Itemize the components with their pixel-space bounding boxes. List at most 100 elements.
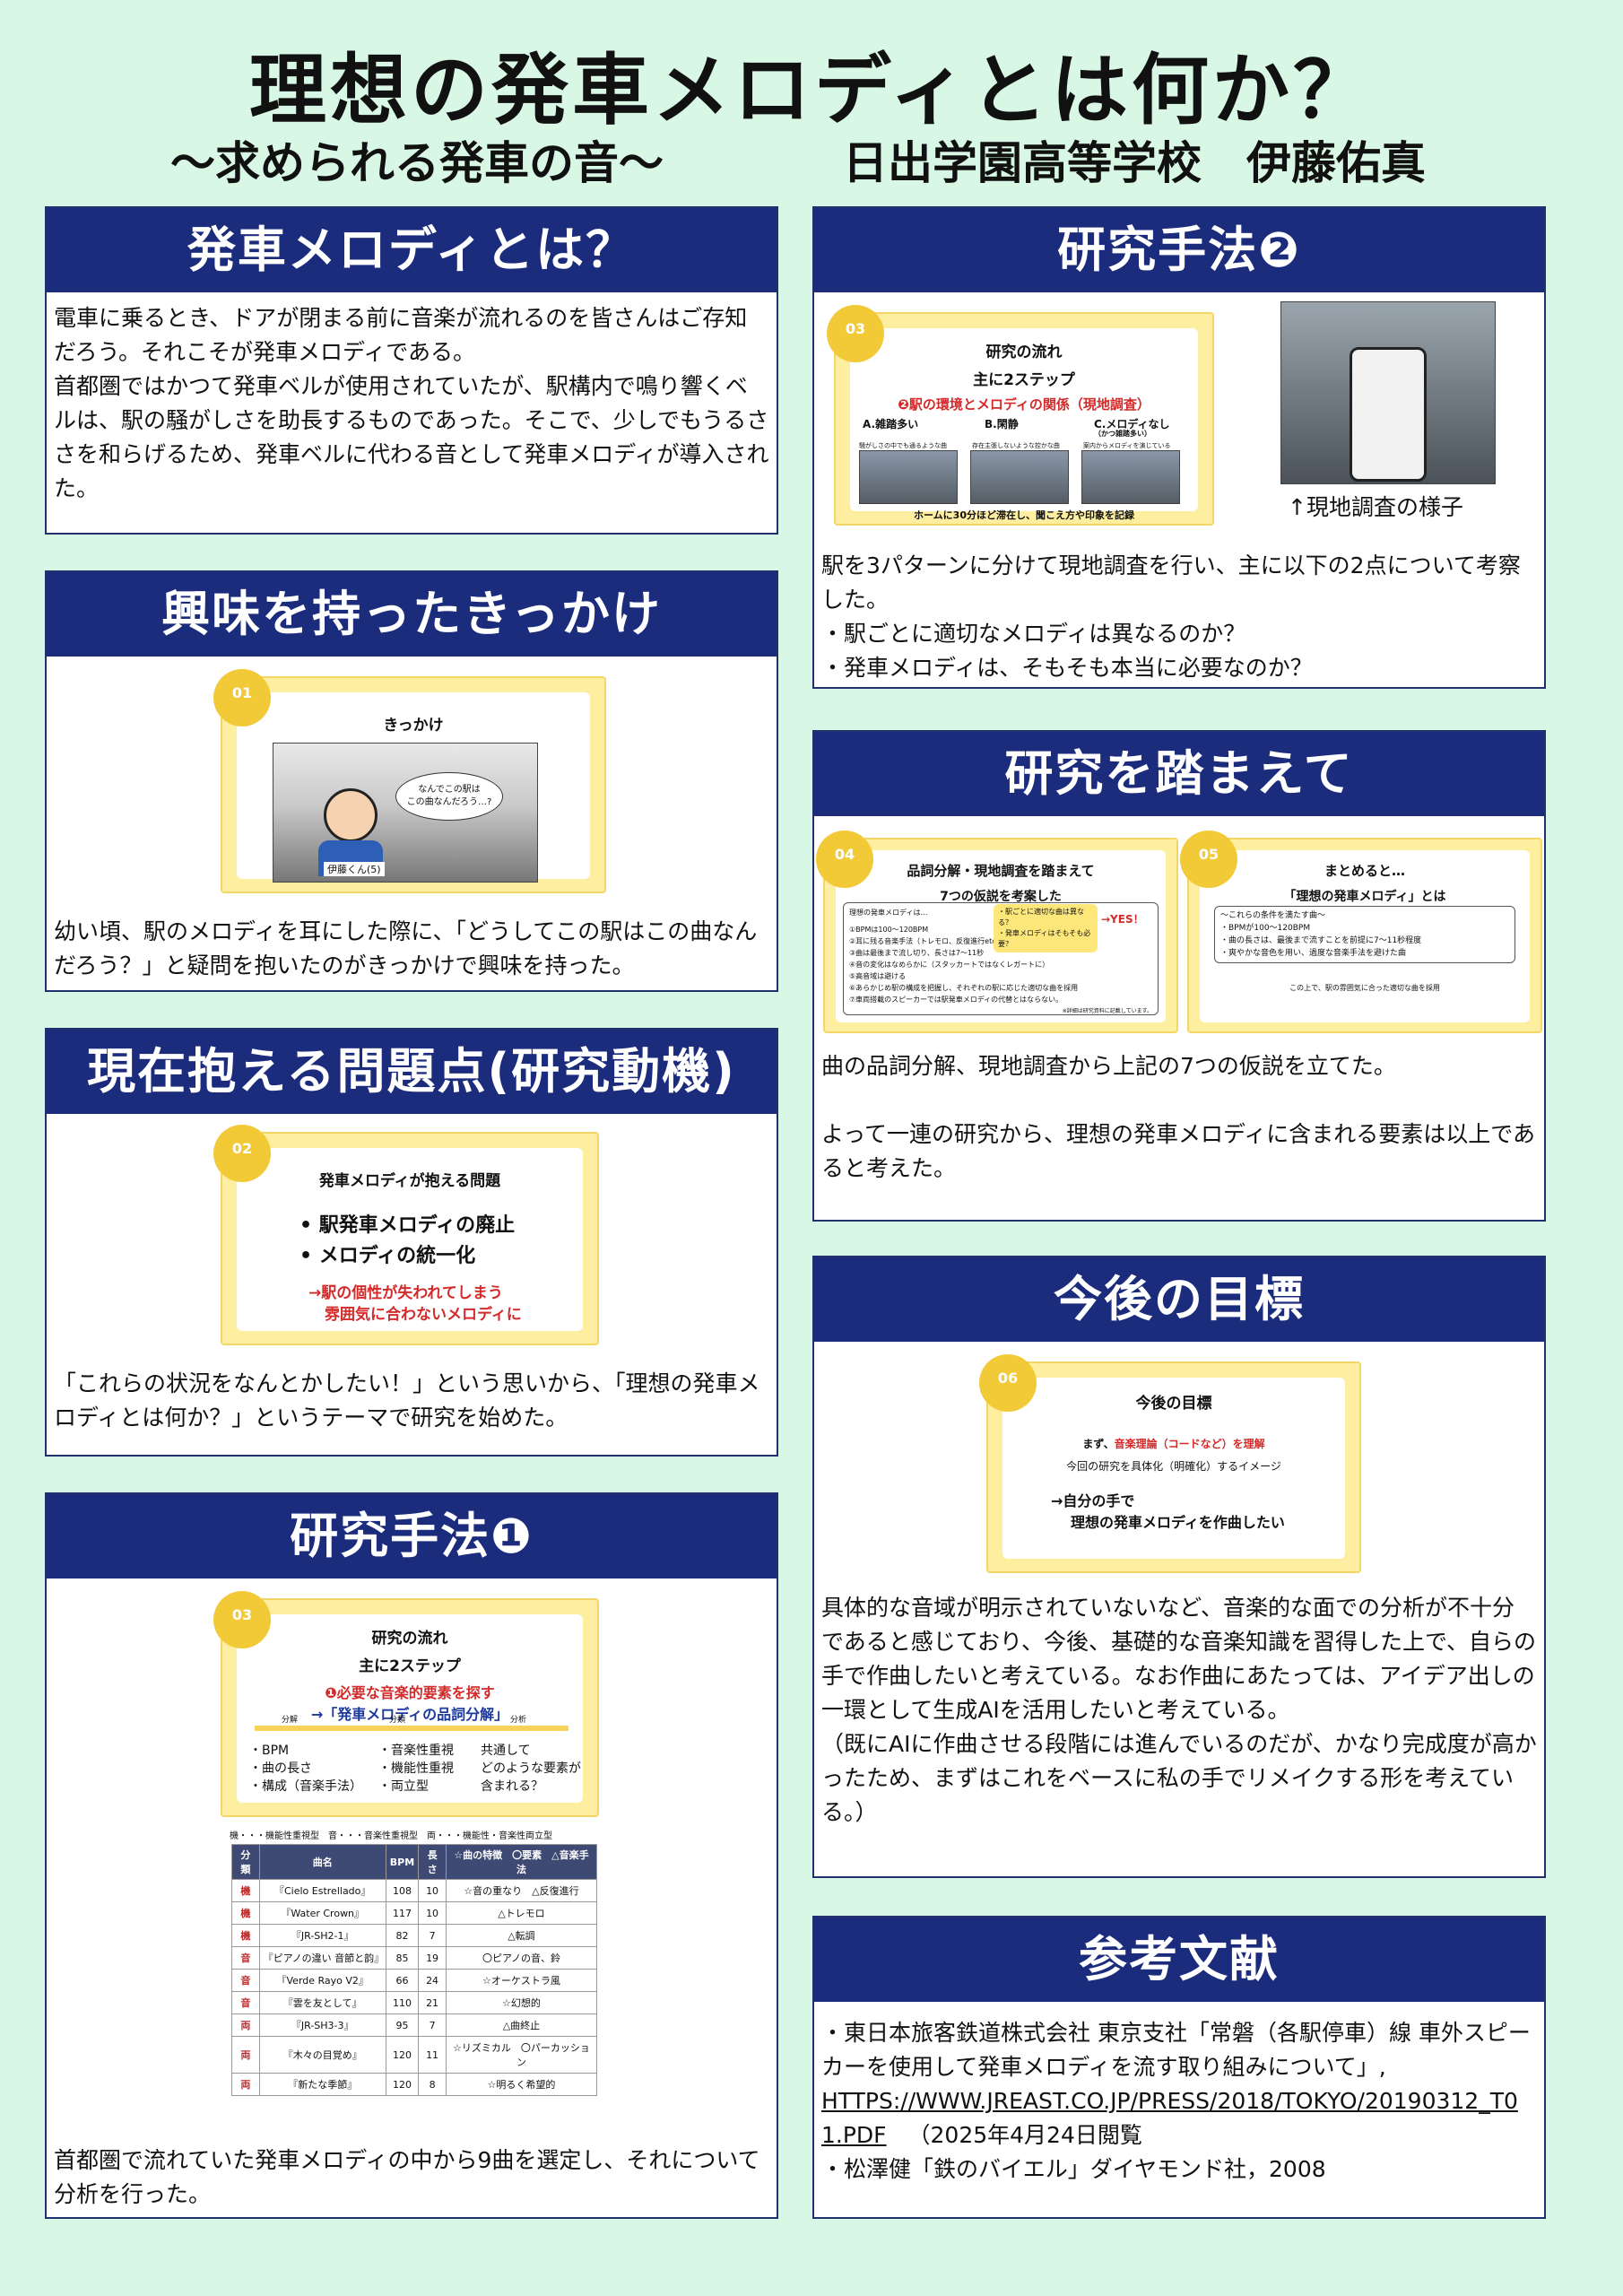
bullet-item: • メロディの統一化 <box>299 1245 476 1267</box>
table-cell: 『Cielo Estrellado』 <box>258 1879 386 1902</box>
table-cell: 音 <box>231 1969 260 1992</box>
slide-title: まとめると… <box>1324 863 1405 879</box>
section-references: 参考文献 ・東日本旅客鉄道株式会社 東京支社「常磐（各駅停車）線 車外スピーカー… <box>812 1916 1546 2219</box>
section-body: ・東日本旅客鉄道株式会社 東京支社「常磐（各駅停車）線 車外スピーカーを使用して… <box>814 2002 1544 2196</box>
table-cell: 機 <box>231 1901 260 1925</box>
slide-subtitle: 「理想の発車メロディ」とは <box>1283 890 1446 904</box>
summary-foot: この上で、駅の雰囲気に合った適切な曲を採用 <box>1289 984 1440 992</box>
section-body: 幼い頃、駅のメロディを耳にした際に、「どうしてこの駅はこの曲なんだろう？」と疑問… <box>47 906 777 992</box>
section-heading: 研究手法❷ <box>814 208 1544 292</box>
table-legend: 機・・・機能性重視型 音・・・音楽性重視型 両・・・機能性・音楽性両立型 <box>230 1831 552 1841</box>
table-cell: 機 <box>231 1879 260 1902</box>
slide-number: 03 <box>827 305 884 362</box>
table-cell: 音 <box>231 1946 260 1970</box>
poster-subtitle: ～求められる発車の音～ <box>170 137 664 189</box>
slide-footnote: ホームに30分ほど滞在し、聞こえ方や印象を記録 <box>914 509 1134 521</box>
table-cell: 『Water Crown』 <box>258 1901 386 1925</box>
section-body: 「これらの状況をなんとかしたい！」という思いから、「理想の発車メロディとは何か？… <box>47 1358 777 1444</box>
character-icon <box>324 788 378 842</box>
table-cell: 機 <box>231 1924 260 1947</box>
table-cell: 120 <box>385 2036 420 2074</box>
song-table: 分類 曲名 BPM 長さ ☆曲の特徴 〇要素 △音楽手法 機『Cielo Est… <box>231 1844 598 2096</box>
subtitle-row: ～求められる発車の音～ 日出学園高等学校 伊藤佑真 <box>0 127 1623 190</box>
table-header-row: 分類 曲名 BPM 長さ ☆曲の特徴 〇要素 △音楽手法 <box>231 1844 598 1880</box>
slide-title: 発車メロディが抱える問題 <box>318 1172 501 1190</box>
table-cell: △転調 <box>445 1924 598 1947</box>
reference-2: ・松澤健「鉄のバイエル」ダイヤモンド社，2008 <box>821 2156 1326 2182</box>
table-cell: 『ピアノの違い 音節と韵』 <box>258 1946 386 1970</box>
goal-line2: 今回の研究を具体化（明確化）するイメージ <box>1066 1460 1281 1473</box>
problem-result: →駅の個性が失われてしまう 雰囲気に合わないメロディに <box>308 1284 522 1324</box>
photo-caption: ↑現地調査の様子 <box>1288 494 1463 520</box>
table-cell: △トレモロ <box>445 1901 598 1925</box>
paragraph: 首都圏で流れていた発車メロディの中から9曲を選定し、それについて分析を行った。 <box>54 2147 760 2207</box>
table-cell: 24 <box>418 1969 447 1992</box>
section-method-2: 研究手法❷ 研究の流れ 主に2ステップ ❷駅の環境とメロディの関係（現地調査） … <box>812 206 1546 689</box>
table-cell: 『新たな季節』 <box>258 2073 386 2096</box>
slide-title: 研究の流れ <box>371 1630 448 1648</box>
slide-01: きっかけ なんでこの駅は この曲なんだろう…? 伊藤くん(5) 01 <box>213 669 606 893</box>
slide-subtitle: 主に2ステップ <box>359 1657 461 1675</box>
table-cell: ☆明るく希望的 <box>445 2073 598 2096</box>
table-cell: 8 <box>418 2073 447 2096</box>
reference-1-url[interactable]: HTTPS://WWW.JREAST.CO.JP/PRESS/2018/TOKY… <box>821 2088 1518 2148</box>
table-cell: 108 <box>385 1879 420 1902</box>
section-heading: 現在抱える問題点(研究動機) <box>47 1030 777 1114</box>
table-cell: 117 <box>385 1901 420 1925</box>
reference-1: ・東日本旅客鉄道株式会社 東京支社「常磐（各駅停車）線 車外スピーカーを使用して… <box>821 2020 1531 2080</box>
step-heading: ❷駅の環境とメロディの関係（現地調査） <box>898 396 1150 413</box>
column-bpm: ・BPM ・曲の長さ ・構成（音楽手法） <box>249 1744 362 1794</box>
section-heading: 研究を踏まえて <box>814 732 1544 816</box>
summary-box: ～これらの条件を満たす曲～ ・BPMが100～120BPM ・曲の長さは、最後ま… <box>1214 906 1515 963</box>
section-body: 首都圏で流れていた発車メロディの中から9曲を選定し、それについて分析を行った。 <box>47 2135 777 2221</box>
slide-number: 06 <box>979 1354 1037 1412</box>
section-body: 曲の品詞分解、現地調査から上記の7つの仮説を立てた。 よって一連の研究から、理想… <box>814 1040 1544 1195</box>
table-cell: 21 <box>418 1991 447 2014</box>
callout-box: ・駅ごとに適切な曲は異なる？ ・発車メロディはそもそも必要？ <box>994 904 1098 952</box>
station-photo: なんでこの駅は この曲なんだろう…? 伊藤くん(5) <box>273 743 538 883</box>
field-survey-photo <box>1280 301 1496 484</box>
table-cell: ☆オーケストラ風 <box>445 1969 598 1992</box>
paragraph: よって一連の研究から、理想の発車メロディに含まれる要素は以上であると考えた。 <box>821 1121 1536 1181</box>
section-findings: 研究を踏まえて 品詞分解・現地調査を踏まえて 7つの仮説を考案した 理想の発車メ… <box>812 730 1546 1222</box>
slide-title: 研究の流れ <box>985 344 1063 361</box>
table-cell: 95 <box>385 2013 420 2037</box>
poster-author: 日出学園高等学校 伊藤佑真 <box>843 137 1426 189</box>
hypothesis-box: 理想の発車メロディは… ①BPMは100～120BPM ②耳に残る音楽手法（トレ… <box>843 902 1159 1015</box>
table-cell: 11 <box>418 2036 447 2074</box>
slide-06: 今後の目標 まず、音楽理論（コードなど）を理解 今回の研究を具体化（明確化）する… <box>979 1354 1361 1573</box>
table-cell: 『雲を友として』 <box>258 1991 386 2014</box>
table-cell: 両 <box>231 2073 260 2096</box>
column-common: 共通して どのような要素が 含まれる？ <box>481 1744 581 1794</box>
slide-number: 04 <box>816 831 873 888</box>
goal-line4: 理想の発車メロディを作曲したい <box>1071 1514 1285 1531</box>
slide-03-step2: 研究の流れ 主に2ステップ ❷駅の環境とメロディの関係（現地調査） A.雑踏多い… <box>827 305 1214 526</box>
table-cell: 音 <box>231 1991 260 2014</box>
column-type: ・音楽性重視 ・機能性重視 ・両立型 <box>378 1744 454 1794</box>
section-heading: 参考文献 <box>814 1918 1544 2002</box>
paragraph: 曲の品詞分解、現地調査から上記の7つの仮説を立てた。 <box>821 1053 1396 1079</box>
problem-list: • 駅発車メロディの廃止 • メロディの統一化 <box>299 1211 515 1272</box>
paragraph: 駅を3パターンに分けて現地調査を行い、主に以下の2点について考察した。 <box>821 552 1521 613</box>
goal-line1: まず、音楽理論（コードなど）を理解 <box>1082 1438 1265 1450</box>
slide-subtitle: 7つの仮説を考案した <box>940 890 1062 904</box>
slide-number: 02 <box>213 1125 271 1182</box>
goal-line3: →自分の手で <box>1051 1492 1135 1509</box>
poster-title: 理想の発車メロディとは何か？ <box>249 46 1374 135</box>
step-subheading: →「発車メロディの品詞分解」 <box>310 1706 509 1723</box>
table-cell: 『Verde Rayo V2』 <box>258 1969 386 1992</box>
table-cell: 7 <box>418 2013 447 2037</box>
table-cell: 『木々の目覚め』 <box>258 2036 386 2074</box>
section-body: 駅を3パターンに分けて現地調査を行い、主に以下の2点について考察した。 ・駅ごと… <box>814 540 1544 694</box>
table-cell: △曲終止 <box>445 2013 598 2037</box>
table-cell: 85 <box>385 1946 420 1970</box>
step-heading: ❶必要な音楽的要素を探す <box>325 1684 495 1701</box>
station-photo-b <box>970 450 1069 504</box>
section-heading: 発車メロディとは？ <box>47 208 777 292</box>
paragraph: 具体的な音域が明示されていないなど、音楽的な面での分析が不十分であると感じており… <box>821 1595 1537 1723</box>
